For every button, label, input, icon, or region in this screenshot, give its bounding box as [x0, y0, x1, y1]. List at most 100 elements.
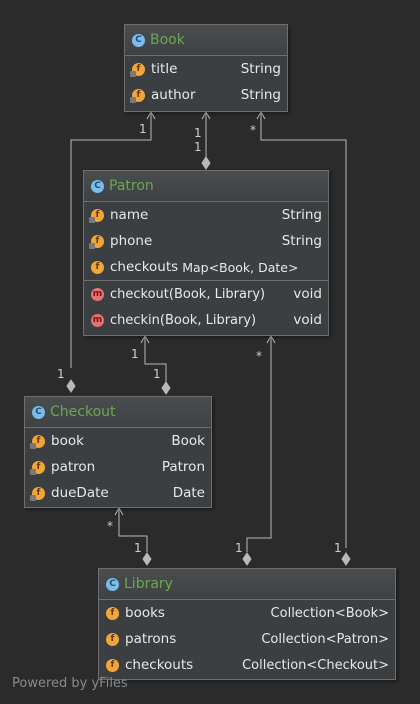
edge-checkout-book: [70, 112, 152, 368]
class-header-checkout: C Checkout: [25, 397, 211, 428]
multiplicity-library-book-source: 1: [334, 541, 342, 555]
field-row: f patrons Collection<Patron>: [99, 626, 395, 652]
method-row: m checkin(Book, Library) void: [84, 307, 328, 333]
method-icon: m: [91, 287, 104, 301]
class-title: Checkout: [50, 404, 116, 420]
field-icon: f: [106, 632, 119, 646]
edge-library-patron: [246, 336, 272, 552]
field-row: f book Book: [25, 428, 211, 454]
class-title: Patron: [109, 178, 154, 194]
field-name: checkouts: [125, 657, 194, 673]
field-row: f books Collection<Book>: [99, 600, 395, 626]
edge-library-book-arrowhead: [256, 110, 266, 120]
field-name: patron: [51, 459, 96, 475]
edge-checkout-book-arrowhead: [146, 110, 156, 120]
field-name: checkouts: [110, 259, 179, 275]
edge-library-checkout: [118, 508, 148, 552]
field-name: dueDate: [51, 485, 109, 501]
field-row: f dueDate Date: [25, 480, 211, 506]
multiplicity-library-book-target: *: [250, 123, 256, 137]
class-icon: C: [132, 33, 145, 47]
class-node-book[interactable]: C Book f title String f author String: [124, 24, 288, 112]
edge-library-checkout-diamond: [142, 552, 152, 566]
field-type: String: [281, 233, 322, 249]
field-icon: f: [106, 658, 119, 672]
field-type: Book: [171, 433, 205, 449]
field-type: Date: [172, 485, 205, 501]
field-row: f checkouts Collection<Checkout>: [99, 652, 395, 678]
field-row: f phone String: [84, 228, 328, 254]
powered-by-watermark: Powered by yFiles: [12, 676, 128, 691]
field-row: f name String: [84, 202, 328, 228]
lock-icon: [30, 469, 36, 475]
field-type: Collection<Patron>: [261, 631, 389, 647]
field-type: Patron: [161, 459, 205, 475]
lock-icon: [30, 443, 36, 449]
field-name: phone: [110, 233, 153, 249]
field-name: name: [110, 207, 149, 223]
field-icon: f: [91, 260, 104, 274]
class-node-checkout[interactable]: C Checkout f book Book f patron Patron f…: [24, 396, 212, 508]
class-node-patron[interactable]: C Patron f name String f phone String f …: [83, 170, 329, 336]
class-title: Book: [150, 32, 185, 48]
multiplicity-checkout-patron-source: 1: [153, 367, 161, 381]
multiplicity-checkout-patron-target: 1: [131, 347, 139, 361]
field-name: book: [51, 433, 84, 449]
field-row: f author String: [125, 82, 287, 108]
edge-patron-book-diamond: [201, 156, 211, 170]
method-row: m checkout(Book, Library) void: [84, 281, 328, 307]
edge-library-book-diamond: [341, 552, 351, 566]
class-icon: C: [32, 405, 45, 419]
edge-checkout-patron: [144, 336, 167, 382]
field-name: books: [125, 605, 165, 621]
lock-icon: [130, 97, 136, 103]
edge-checkout-book-diamond: [66, 379, 76, 393]
lock-icon: [89, 243, 95, 249]
method-return-type: void: [293, 286, 322, 302]
multiplicity-library-patron-source: 1: [235, 541, 243, 555]
multiplicity-library-checkout-target: *: [107, 519, 113, 533]
field-type: Collection<Book>: [270, 605, 389, 621]
lock-icon: [30, 495, 36, 501]
edge-library-checkout-arrowhead: [114, 506, 124, 516]
class-title: Library: [124, 576, 173, 592]
edge-library-patron-diamond: [242, 552, 252, 566]
edge-library-patron-arrowhead: [266, 334, 276, 344]
multiplicity-patron-book-target: 1: [194, 126, 202, 140]
field-type: String: [240, 87, 281, 103]
multiplicity-checkout-from-checkout-source: 1: [57, 367, 65, 381]
multiplicity-patron-book-source: 1: [194, 140, 202, 154]
method-name: checkin(Book, Library): [110, 312, 257, 328]
multiplicity-library-checkout-source: 1: [134, 541, 142, 555]
edge-checkout-patron-diamond: [161, 381, 171, 395]
method-name: checkout(Book, Library): [110, 286, 266, 302]
multiplicity-library-patron-target: *: [256, 349, 262, 363]
field-type: String: [281, 207, 322, 223]
field-name: patrons: [125, 631, 177, 647]
field-type: Collection<Checkout>: [242, 657, 389, 673]
class-icon: C: [91, 179, 104, 193]
class-header-library: C Library: [99, 569, 395, 600]
field-type: Map<Book, Date>: [182, 259, 299, 275]
member-separator: [84, 280, 328, 281]
field-row: f checkouts Map<Book, Date>: [84, 254, 328, 280]
field-icon: f: [106, 606, 119, 620]
edge-patron-book-arrowhead: [201, 110, 211, 120]
edge-checkout-patron-arrowhead: [140, 334, 150, 344]
lock-icon: [89, 217, 95, 223]
class-header-book: C Book: [125, 25, 287, 56]
field-row: f title String: [125, 56, 287, 82]
field-row: f patron Patron: [25, 454, 211, 480]
class-header-patron: C Patron: [84, 171, 328, 202]
multiplicity-checkout-book-target: 1: [139, 122, 147, 136]
lock-icon: [130, 71, 136, 77]
field-name: author: [151, 87, 196, 103]
edge-library-book: [260, 112, 347, 548]
field-type: String: [240, 61, 281, 77]
method-return-type: void: [293, 312, 322, 328]
method-icon: m: [91, 313, 104, 327]
field-name: title: [151, 61, 178, 77]
class-node-library[interactable]: C Library f books Collection<Book> f pat…: [98, 568, 396, 680]
class-icon: C: [106, 577, 119, 591]
